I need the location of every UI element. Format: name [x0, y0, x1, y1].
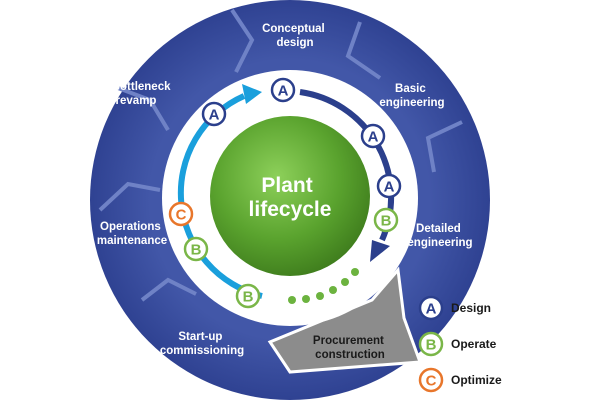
core-label-line2: lifecycle [249, 198, 332, 221]
chevron-left-top [117, 86, 170, 132]
legend-label: Operate [451, 337, 497, 351]
dot [329, 286, 337, 294]
navy-arrowhead [370, 240, 390, 262]
badge-left-b: B [183, 236, 209, 262]
phase-label-line: Basic [395, 83, 426, 95]
legend-badge [418, 331, 444, 357]
phase-label-line: engineering [407, 237, 472, 249]
badge-ring [376, 173, 402, 199]
dot [316, 292, 324, 300]
badge-ring [183, 236, 209, 262]
badge-top-a: A [270, 77, 296, 103]
phase-debottleneck: Debottleneck revamp [98, 81, 173, 107]
chevron-top [230, 8, 255, 73]
phase-label-line: Conceptual [262, 23, 325, 35]
phase-label-line: commissioning [160, 345, 244, 357]
cyan-arrowhead [242, 84, 262, 104]
core-label: Plant lifecycle [249, 174, 332, 221]
dot [302, 295, 310, 303]
badge-letter: B [381, 213, 392, 230]
phase-label-line: revamp [116, 95, 157, 107]
green-dots [288, 268, 359, 304]
badge-right-a2: A [376, 173, 402, 199]
phase-label-line: maintenance [97, 235, 167, 247]
dot [351, 268, 359, 276]
phase-detailed: Detailed engineering [407, 223, 472, 249]
phase-label-line: Debottleneck [98, 81, 171, 93]
badge-letter: C [176, 207, 187, 224]
badge-right-b: B [373, 207, 399, 233]
badge-letter: B [243, 289, 254, 306]
phase-label-line: design [276, 37, 313, 49]
badge-letter: A [278, 83, 289, 100]
badge-letter: A [368, 129, 379, 146]
phase-label-line: Start-up [178, 331, 222, 343]
phase-label-line: Operations [100, 221, 161, 233]
badge-right-a1: A [360, 123, 386, 149]
chevron-topright [345, 21, 382, 80]
badge-letter: A [384, 179, 395, 196]
core-circle [210, 116, 370, 276]
phase-label-line: construction [315, 349, 385, 361]
phase-procurement: Procurement construction [313, 335, 387, 361]
legend-label: Design [451, 301, 491, 315]
badge-ring [270, 77, 296, 103]
chevron-left [98, 181, 161, 212]
procurement-wedge [267, 266, 423, 374]
badge-left-top-a: A [201, 101, 227, 127]
phase-label-line: engineering [379, 97, 444, 109]
core-label-line1: Plant [261, 174, 312, 197]
badge-ring [201, 101, 227, 127]
badge-letter: A [209, 107, 220, 124]
legend-item-operate: B Operate [418, 331, 497, 357]
legend-letter: A [426, 301, 437, 318]
legend-badge [418, 295, 444, 321]
phase-label-line: Procurement [313, 335, 384, 347]
phase-operations: Operations maintenance [97, 221, 167, 247]
phase-startup: Start-up commissioning [160, 331, 244, 357]
legend: A Design B Operate C Optimize [418, 295, 502, 393]
dot [288, 296, 296, 304]
badge-letter: B [191, 242, 202, 259]
dot [341, 278, 349, 286]
ring-chevrons [98, 8, 463, 302]
badge-left-c: C [168, 201, 194, 227]
legend-letter: B [426, 337, 437, 354]
badge-bottom-b: B [235, 283, 261, 309]
legend-item-design: A Design [418, 295, 491, 321]
legend-item-optimize: C Optimize [418, 367, 502, 393]
legend-badge [418, 367, 444, 393]
legend-letter: C [426, 373, 437, 390]
phase-basic: Basic engineering [379, 83, 444, 109]
badge-ring [360, 123, 386, 149]
phase-label-line: Detailed [416, 223, 461, 235]
badge-ring [235, 283, 261, 309]
chevron-right [425, 120, 463, 173]
badge-ring [168, 201, 194, 227]
badge-ring [373, 207, 399, 233]
legend-label: Optimize [451, 373, 502, 387]
chevron-bottom-left [140, 277, 197, 302]
phase-conceptual: Conceptual design [262, 23, 328, 49]
